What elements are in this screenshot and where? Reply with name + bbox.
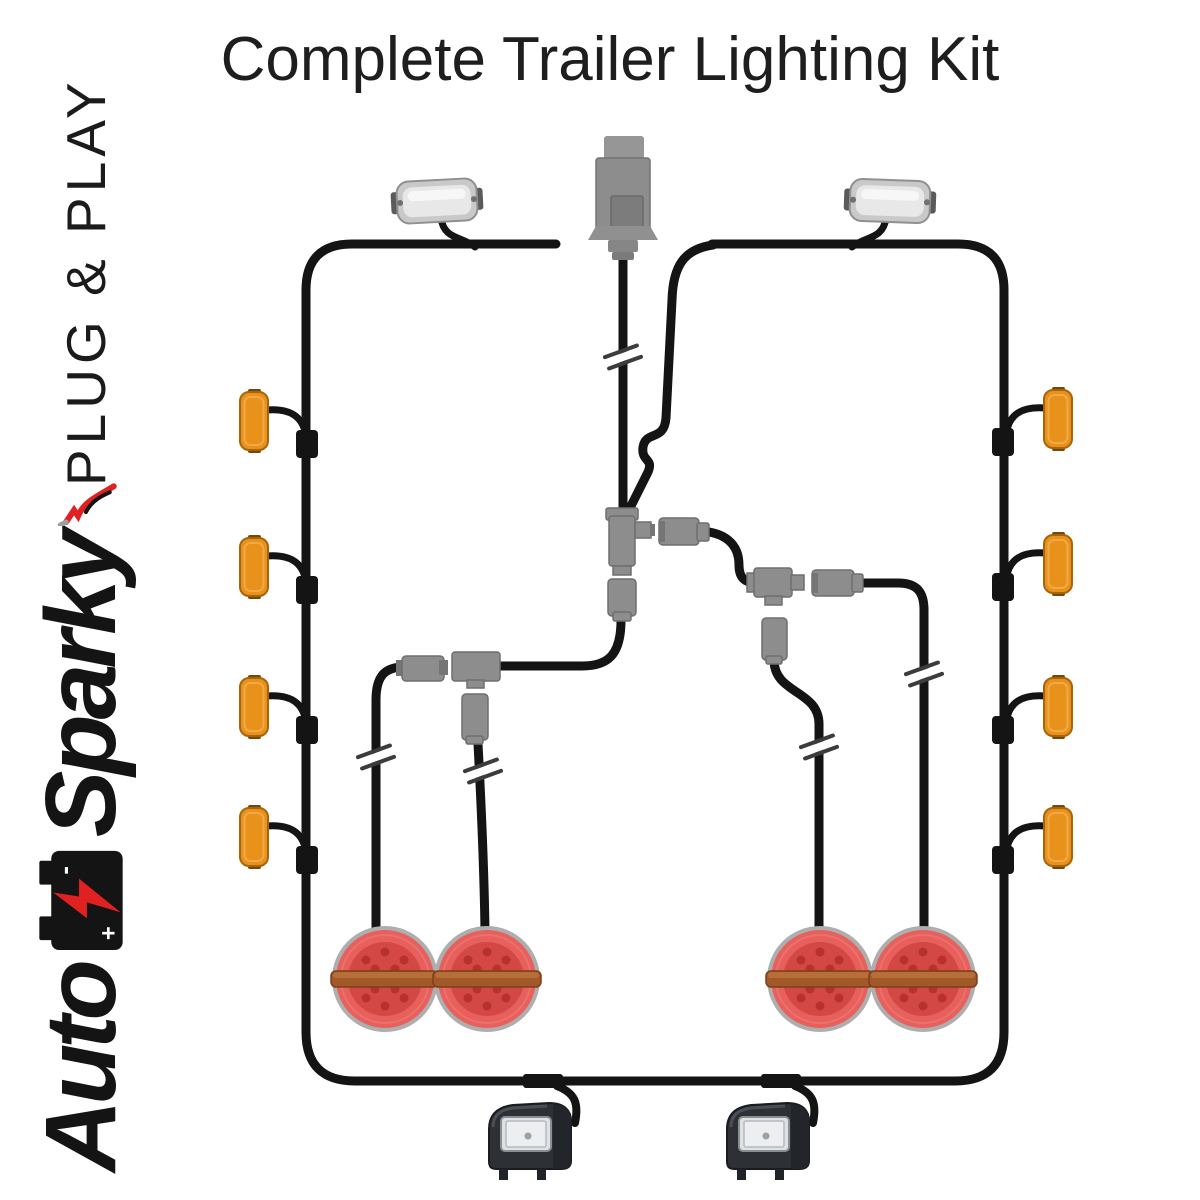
t-connector (605, 507, 710, 622)
svg-text:+: + (96, 927, 123, 941)
junction-block (296, 576, 318, 604)
junction-block (296, 846, 318, 874)
amber-side-marker-light (239, 388, 269, 454)
front-marker-light (842, 177, 938, 225)
t2-stem-cable (769, 655, 824, 937)
front-marker-left-pigtail (437, 214, 479, 251)
cable-break-icon (903, 660, 945, 688)
autosparky-logo: Auto + - Sparky (2, 482, 160, 1172)
t3-left-cable (371, 662, 409, 937)
cable-break-icon (355, 743, 397, 771)
cable-break-icon (462, 757, 504, 785)
round-tail-light (330, 925, 440, 1033)
number-plate-light (727, 1074, 814, 1180)
t1-to-t3-cable (495, 615, 626, 671)
cable-break-marks (355, 343, 945, 785)
page-title: Complete Trailer Lighting Kit (220, 25, 1000, 94)
harness-cables (262, 214, 1050, 1086)
battery-with-lightning-bolt-icon: + - (39, 851, 123, 951)
amber-side-marker-light (239, 674, 269, 740)
t2-right-cable (853, 578, 929, 937)
svg-text:-: - (51, 866, 79, 875)
junction-block (992, 846, 1014, 874)
junction-block (992, 428, 1014, 456)
junction-block (296, 430, 318, 458)
amber-side-marker-light (1043, 386, 1073, 452)
amber-side-marker-light (239, 534, 269, 600)
spark-wires-icon (57, 482, 117, 526)
amber-side-marker-light (239, 804, 269, 870)
cable-break-icon (602, 343, 644, 371)
junction-block (992, 573, 1014, 601)
junction-block (296, 716, 318, 744)
round-tail-light (868, 925, 978, 1033)
round-tail-light (432, 925, 542, 1033)
cable-break-icon (798, 733, 840, 761)
main-loop-cable (301, 239, 1009, 1086)
t-connector (746, 567, 864, 665)
front-marker-light (388, 176, 486, 226)
amber-side-marker-light (1043, 804, 1073, 870)
right-drop-cable (622, 240, 718, 519)
amber-side-marker-light (1043, 531, 1073, 597)
trailer-plug (588, 136, 658, 260)
number-plate-light (489, 1074, 576, 1180)
round-tail-light (765, 925, 875, 1033)
junction-block (992, 716, 1014, 744)
t-connector (396, 651, 501, 745)
amber-side-marker-light (1043, 674, 1073, 740)
